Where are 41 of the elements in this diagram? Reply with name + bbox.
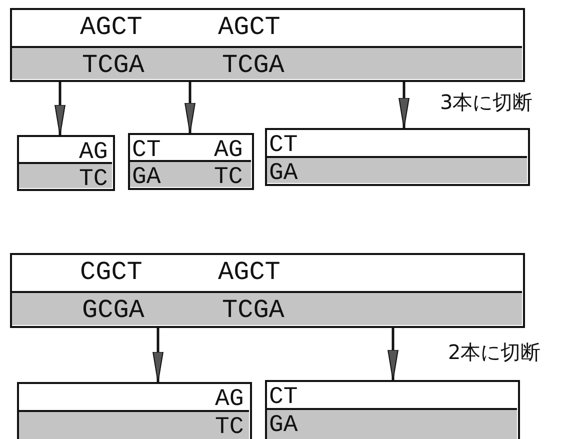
sequence-text: TCGA bbox=[82, 52, 144, 78]
cut-note: 3本に切断 bbox=[440, 92, 533, 112]
sequence-text: TCGA bbox=[222, 52, 284, 78]
arrow bbox=[184, 82, 196, 134]
bottom-strand bbox=[12, 293, 522, 325]
bottom-strand bbox=[267, 410, 517, 439]
sequence-text: TCGA bbox=[222, 297, 284, 323]
sequence-text: AG bbox=[79, 141, 108, 165]
sequence-text: GCGA bbox=[82, 297, 144, 323]
sequence-text: TC bbox=[215, 416, 244, 439]
bottom-strand bbox=[12, 48, 522, 79]
dna-duplex bbox=[17, 135, 115, 191]
arrow bbox=[152, 328, 164, 382]
sequence-text: AG bbox=[215, 388, 244, 412]
sequence-text: CT bbox=[269, 134, 298, 158]
bottom-strand bbox=[19, 412, 249, 439]
sequence-text: CT bbox=[269, 386, 298, 410]
sequence-text: TC bbox=[214, 166, 243, 190]
bottom-strand bbox=[267, 158, 527, 183]
dna-duplex bbox=[265, 128, 530, 186]
dna-duplex bbox=[265, 380, 520, 439]
arrow bbox=[398, 82, 410, 128]
dna-duplex bbox=[10, 8, 525, 82]
dna-duplex bbox=[128, 133, 254, 190]
cut-note: 2本に切断 bbox=[448, 342, 541, 362]
dna-duplex bbox=[10, 253, 525, 328]
arrow bbox=[388, 328, 398, 380]
arrow bbox=[54, 82, 66, 136]
sequence-text: AG bbox=[214, 139, 243, 163]
sequence-text: AGCT bbox=[218, 259, 280, 285]
sequence-text: AGCT bbox=[80, 14, 142, 40]
bottom-strand bbox=[19, 164, 112, 188]
sequence-text: CGCT bbox=[80, 259, 142, 285]
bottom-strand bbox=[130, 162, 251, 187]
sequence-text: GA bbox=[269, 162, 298, 186]
sequence-text: GA bbox=[269, 414, 298, 438]
sequence-text: TC bbox=[79, 168, 108, 192]
sequence-text: GA bbox=[132, 166, 161, 190]
sequence-text: CT bbox=[132, 139, 161, 163]
dna-duplex bbox=[17, 382, 252, 439]
sequence-text: AGCT bbox=[218, 14, 280, 40]
